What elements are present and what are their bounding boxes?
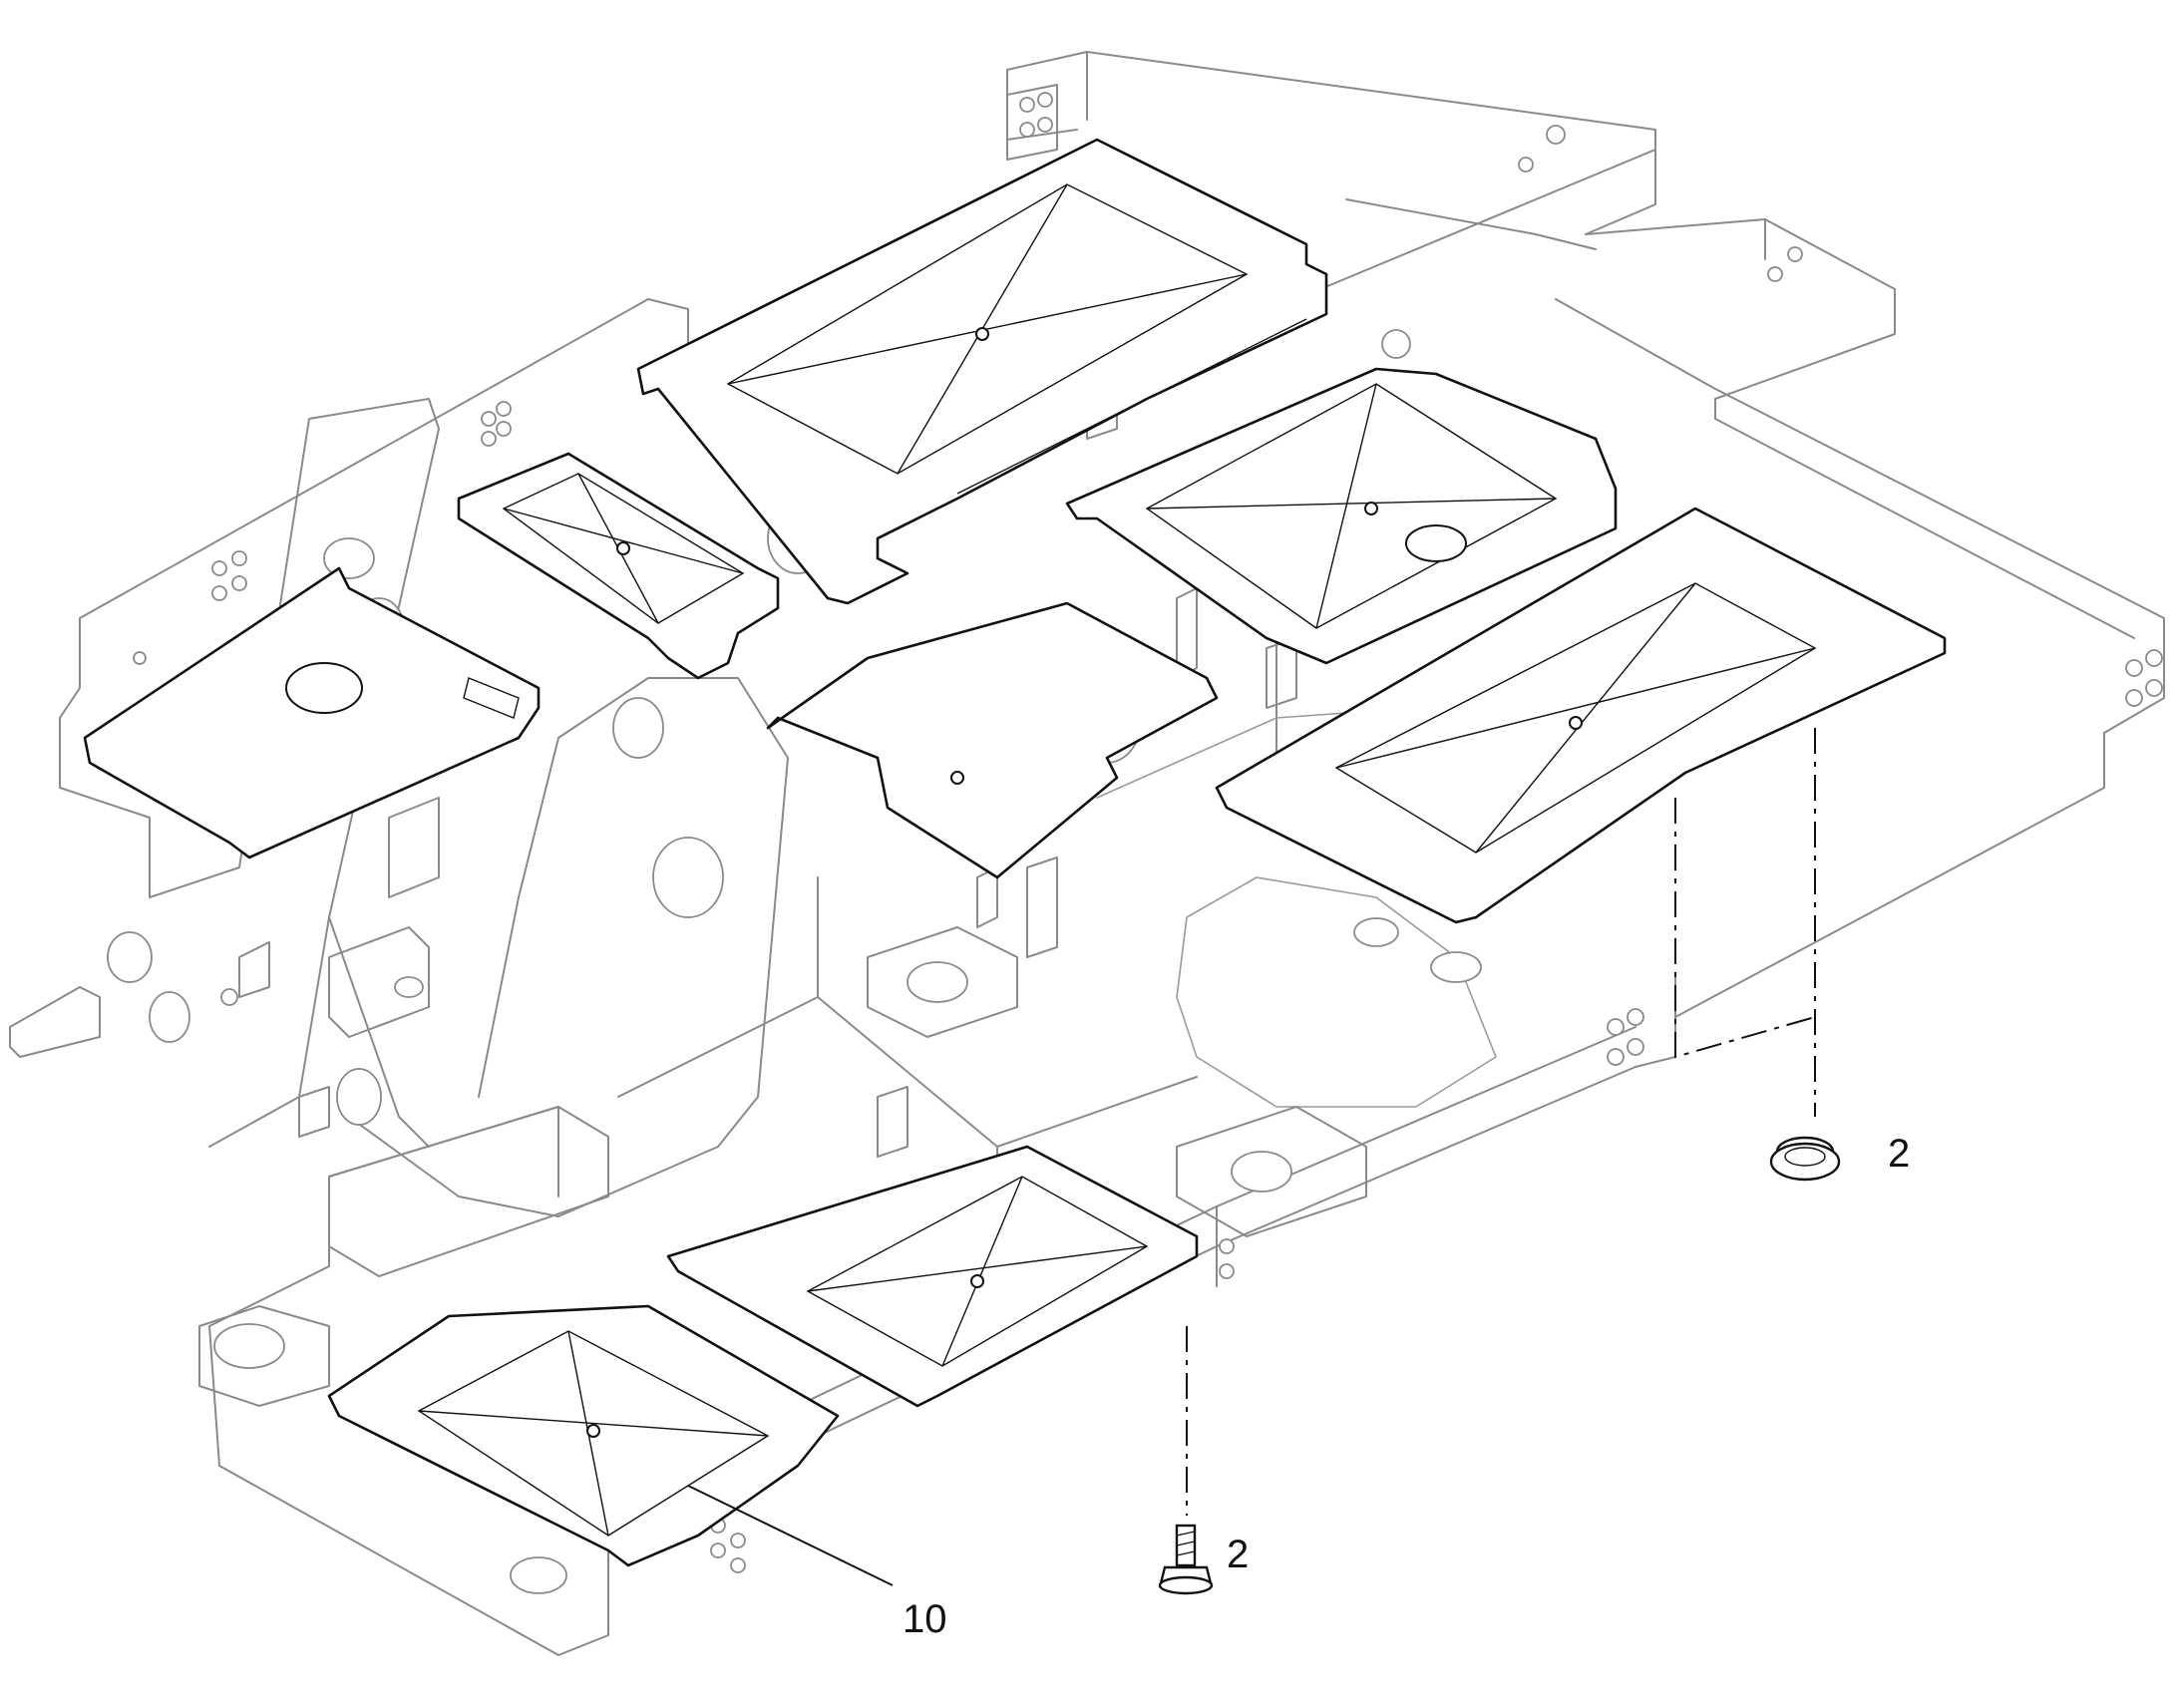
assembly-centerlines [1186, 728, 1816, 1516]
plug-callout-label: 2 [1888, 1132, 1910, 1176]
cover-leader-line [687, 1485, 894, 1586]
cover-callout-label: 10 [903, 1597, 947, 1641]
right-front-cover [1215, 507, 1947, 924]
center-top-cover [457, 452, 780, 680]
left-side-cover [83, 566, 541, 859]
upper-right-cover [1065, 367, 1618, 665]
plug-part [1769, 1136, 1841, 1182]
front-center-cover [666, 1145, 1199, 1408]
center-middle-cover [766, 601, 1219, 879]
front-left-cover [327, 1304, 840, 1567]
bolt-callout-label: 2 [1227, 1533, 1249, 1576]
bolt-part [1158, 1524, 1214, 1595]
upper-left-cover [636, 138, 1328, 605]
